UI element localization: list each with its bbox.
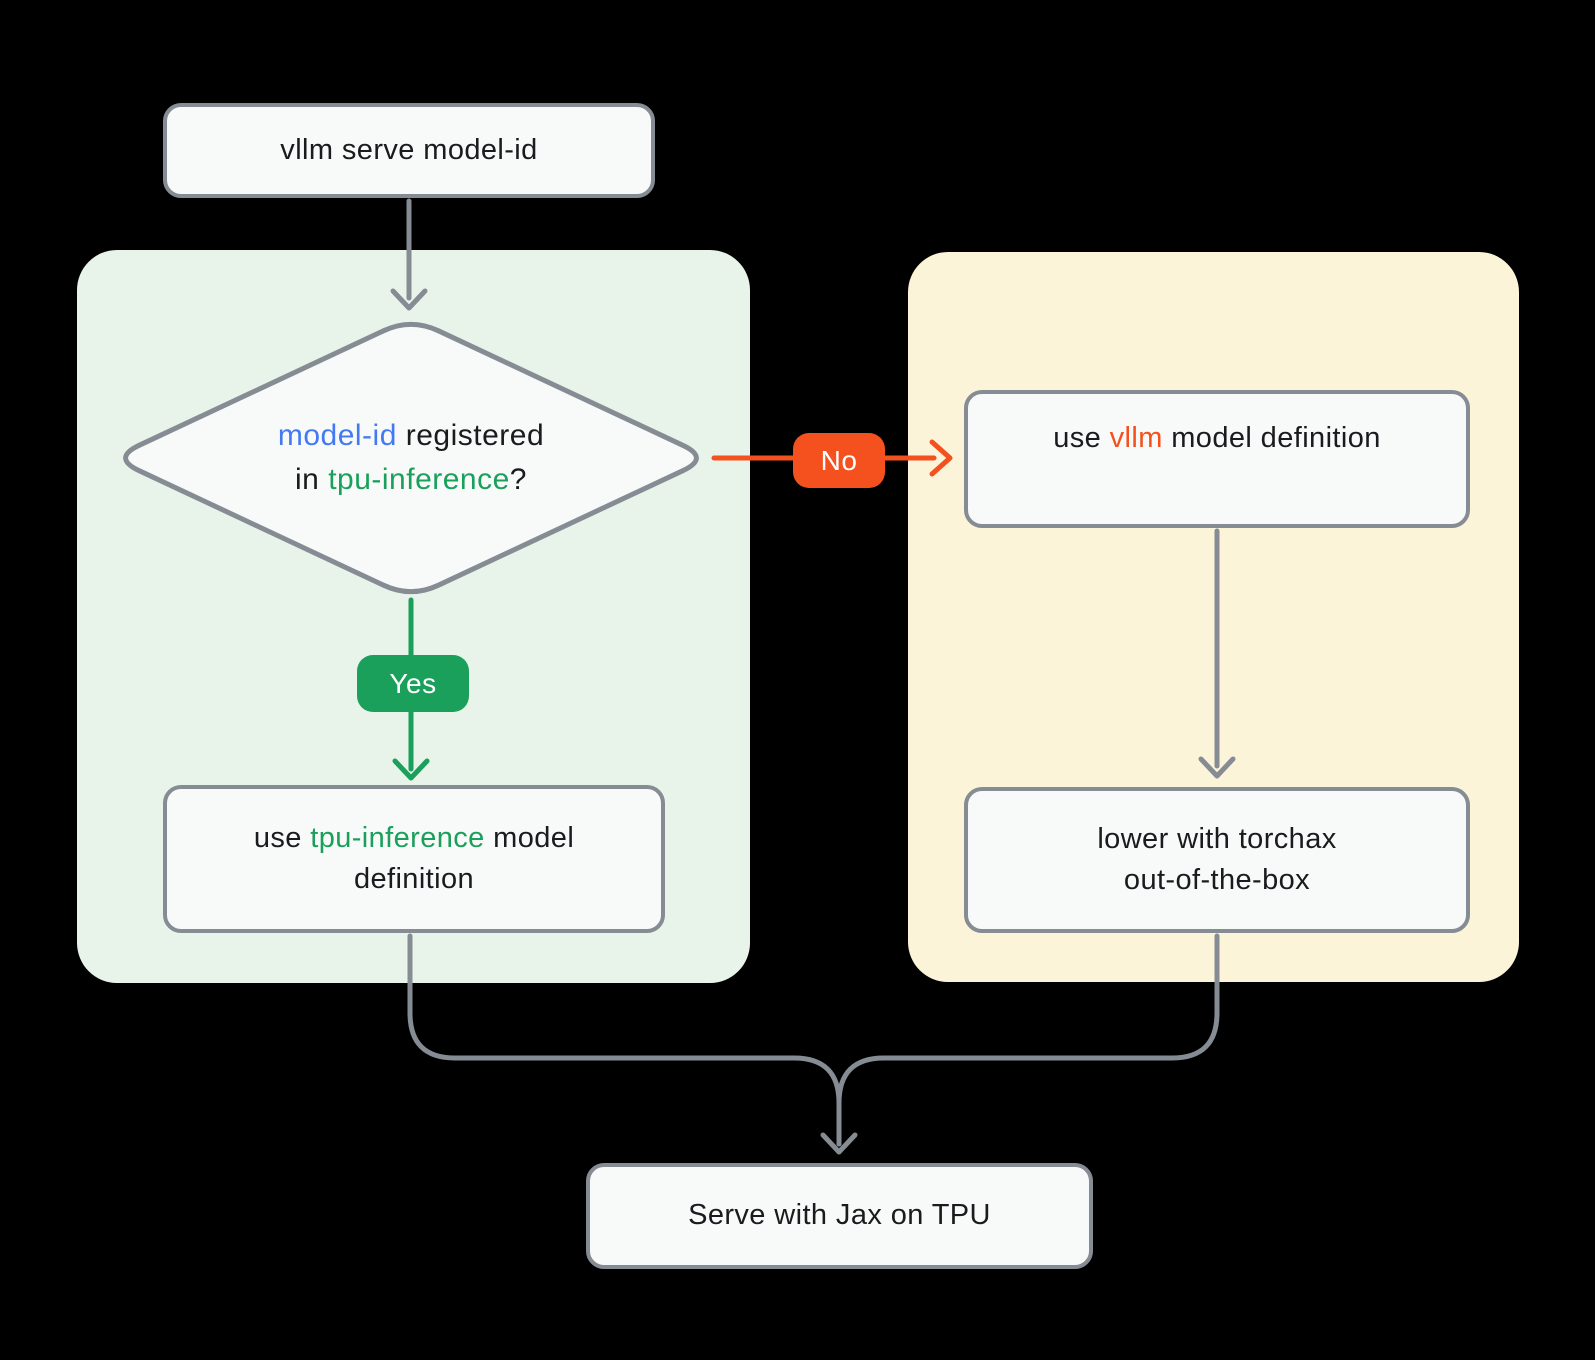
node-start-command: vllm serve model-id <box>163 103 655 198</box>
badge-yes: Yes <box>357 655 469 712</box>
badge-yes-label: Yes <box>389 667 437 699</box>
node-serve-label: Serve with Jax on TPU <box>688 1199 991 1232</box>
node-serve-jax-tpu: Serve with Jax on TPU <box>586 1163 1093 1269</box>
node-start-label: vllm serve model-id <box>280 133 538 166</box>
node-use-vllm: use vllm model definition <box>964 390 1470 528</box>
badge-no: No <box>793 433 885 488</box>
badge-no-label: No <box>820 444 858 476</box>
